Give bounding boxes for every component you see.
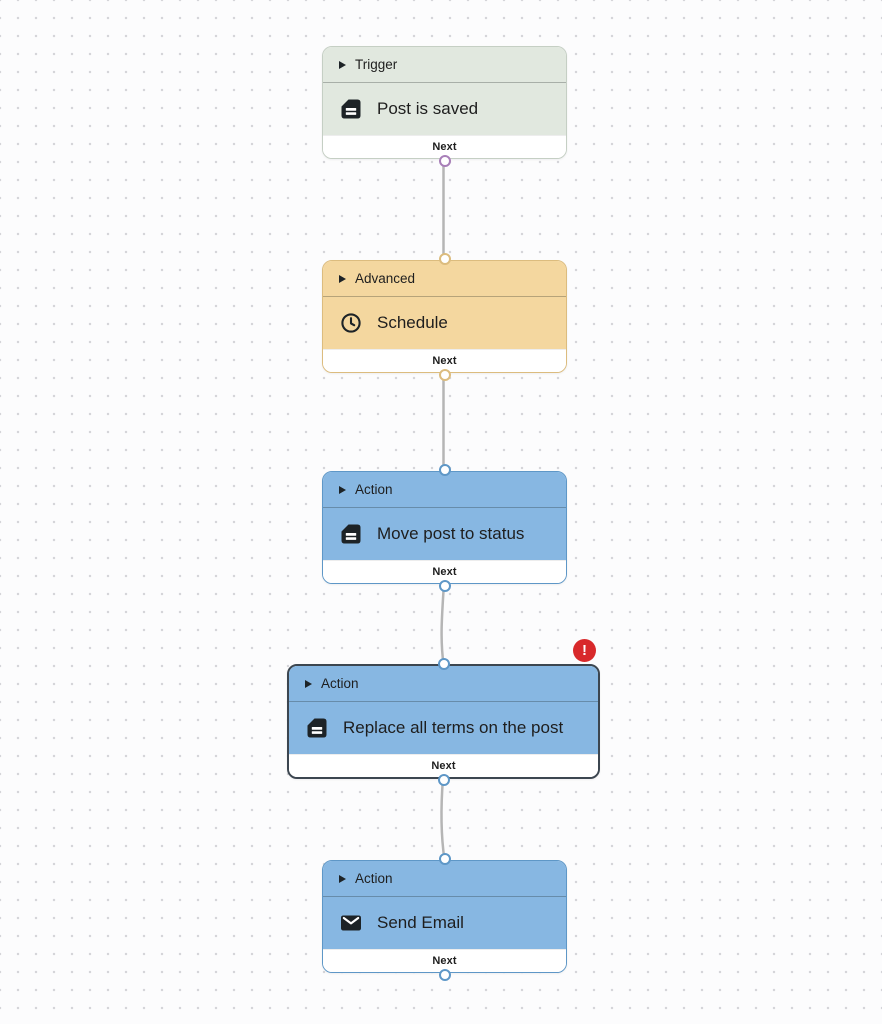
node-category-label: Action <box>321 676 359 691</box>
node-action-send-email[interactable]: Action Send Email Next <box>322 852 567 981</box>
output-port[interactable] <box>438 579 451 592</box>
next-label: Next <box>432 566 457 578</box>
collapse-caret-icon[interactable] <box>305 679 312 688</box>
next-label: Next <box>432 955 457 967</box>
node-header[interactable]: Advanced <box>323 261 566 297</box>
node-advanced-schedule[interactable]: Advanced Schedule Next <box>322 252 567 381</box>
node-header[interactable]: Action <box>289 666 598 702</box>
next-label: Next <box>432 355 457 367</box>
output-port[interactable] <box>438 154 451 167</box>
collapse-caret-icon[interactable] <box>339 485 346 494</box>
collapse-caret-icon[interactable] <box>339 874 346 883</box>
node-next-footer[interactable]: Next <box>323 949 566 972</box>
node-body[interactable]: Replace all terms on the post <box>289 702 598 754</box>
node-title: Post is saved <box>377 99 479 118</box>
input-port[interactable] <box>438 252 451 265</box>
collapse-caret-icon[interactable] <box>339 274 346 283</box>
node-next-footer[interactable]: Next <box>289 754 598 777</box>
node-header[interactable]: Trigger <box>323 47 566 83</box>
node-action-replace-all-terms[interactable]: ! Action Replace all terms on the post N… <box>287 639 600 786</box>
node-body[interactable]: Move post to status <box>323 508 566 560</box>
input-port[interactable] <box>438 852 451 865</box>
node-header[interactable]: Action <box>323 472 566 508</box>
output-port[interactable] <box>437 773 450 786</box>
node-next-footer[interactable]: Next <box>323 135 566 158</box>
document-icon <box>305 716 329 740</box>
node-category-label: Advanced <box>355 271 416 286</box>
node-body[interactable]: Schedule <box>323 297 566 349</box>
node-next-footer[interactable]: Next <box>323 349 566 372</box>
node-action-move-post-to-status[interactable]: Action Move post to status Next <box>322 463 567 592</box>
clock-icon <box>339 311 363 335</box>
node-body[interactable]: Send Email <box>323 897 566 949</box>
output-port[interactable] <box>438 968 451 981</box>
node-trigger-post-is-saved[interactable]: Trigger Post is saved Next <box>322 46 567 167</box>
next-label: Next <box>431 760 456 772</box>
document-icon <box>339 522 363 546</box>
mail-icon <box>339 911 363 935</box>
collapse-caret-icon[interactable] <box>339 60 346 69</box>
node-header[interactable]: Action <box>323 861 566 897</box>
node-title: Move post to status <box>377 524 525 543</box>
node-category-label: Trigger <box>355 57 398 72</box>
node-next-footer[interactable]: Next <box>323 560 566 583</box>
document-icon <box>339 97 363 121</box>
node-title: Send Email <box>377 913 464 932</box>
node-title: Schedule <box>377 313 448 332</box>
output-port[interactable] <box>438 368 451 381</box>
next-label: Next <box>432 141 457 153</box>
node-category-label: Action <box>355 871 393 886</box>
input-port[interactable] <box>438 463 451 476</box>
node-category-label: Action <box>355 482 393 497</box>
node-title: Replace all terms on the post <box>343 718 564 737</box>
node-body[interactable]: Post is saved <box>323 83 566 135</box>
error-badge[interactable]: ! <box>573 639 596 662</box>
input-port[interactable] <box>437 657 450 670</box>
